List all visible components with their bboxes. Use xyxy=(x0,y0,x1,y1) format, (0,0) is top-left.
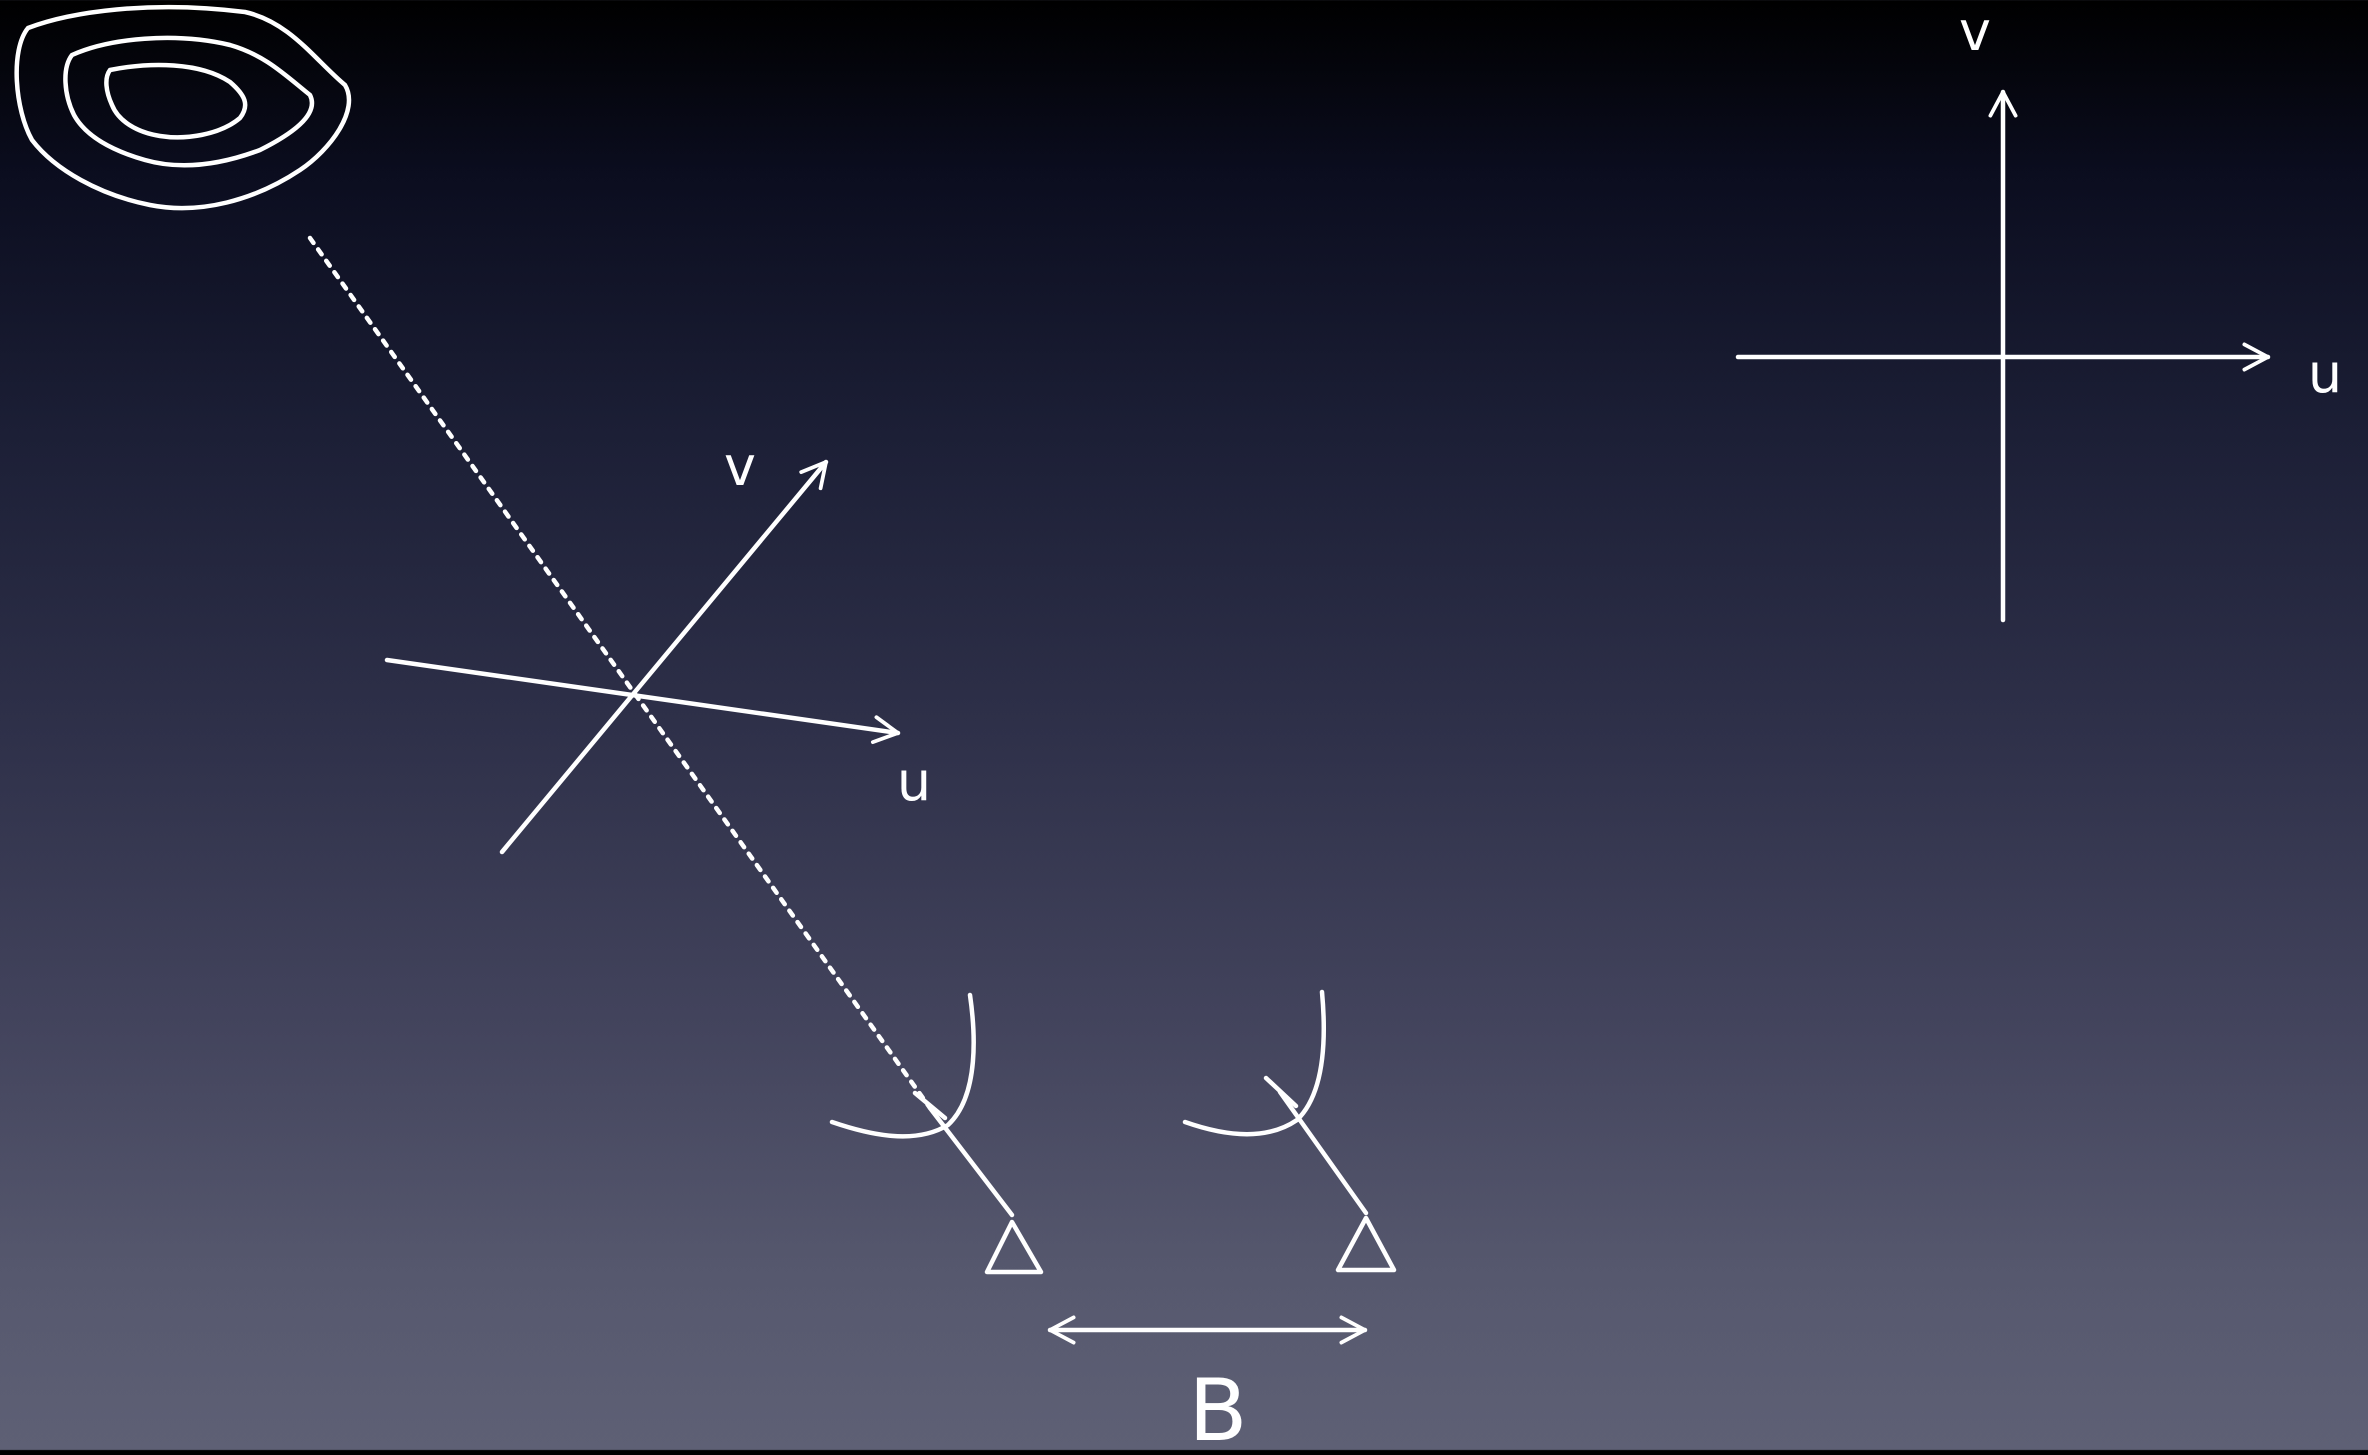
dish-mount-triangle xyxy=(984,1219,1044,1275)
v-axis-label: v xyxy=(1959,0,1991,63)
contour-source-icon xyxy=(14,4,352,211)
dish-feed-tick xyxy=(912,1090,948,1121)
dish-feed-arm xyxy=(1277,1089,1369,1216)
projected-v-label: v xyxy=(724,435,756,498)
projected-u-label: u xyxy=(897,750,931,813)
projected-uv-axes: u v xyxy=(384,435,931,855)
radio-dish-icon xyxy=(1182,989,1397,1273)
dish-feed-arm xyxy=(927,1105,1015,1218)
line-of-sight xyxy=(307,235,933,1111)
projected-v-axis xyxy=(499,459,829,855)
dish-mount-triangle xyxy=(1335,1215,1397,1273)
u-axis-label: u xyxy=(2308,342,2342,405)
dish-reflector xyxy=(829,992,976,1139)
dish-reflector xyxy=(1182,989,1326,1137)
uv-plane-axes: u v xyxy=(1735,0,2342,623)
dish-feed-tick xyxy=(1263,1075,1299,1109)
radio-dish-icon xyxy=(829,992,1044,1275)
baseline: B xyxy=(1047,1315,1368,1455)
projected-u-axis xyxy=(384,657,901,745)
baseline-label: B xyxy=(1189,1361,1248,1450)
